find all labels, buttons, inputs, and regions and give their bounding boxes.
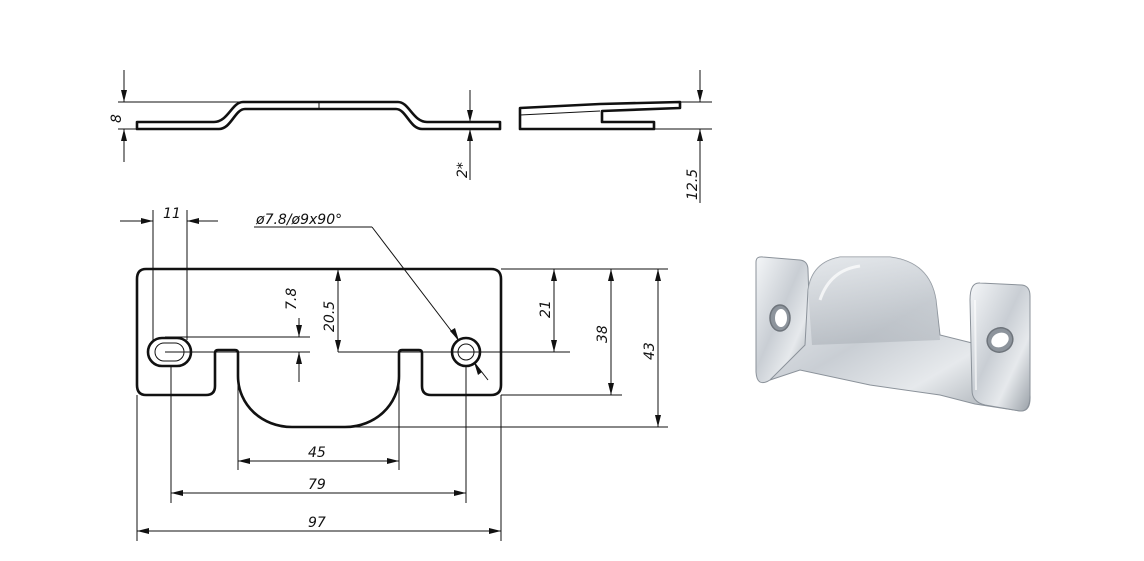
end-view-profile <box>518 100 682 131</box>
dim-total-width: 97 <box>308 515 326 531</box>
dim-side-thickness: 2* <box>455 162 471 178</box>
dim-notch-width: 45 <box>308 445 326 461</box>
top-view: 11 ø7.8/ø9x90° 7.8 20.5 21 38 <box>120 206 668 541</box>
side-view-profile <box>135 100 502 131</box>
dim-slot-depth: 7.8 <box>284 288 300 310</box>
side-view: 8 2* <box>109 70 502 180</box>
dim-hole-spacing: 79 <box>308 477 326 493</box>
dim-center-height: 20.5 <box>322 301 338 332</box>
dim-slot-offset: 11 <box>163 206 181 222</box>
dim-body-height: 38 <box>595 325 611 343</box>
dim-hole-height: 21 <box>538 300 554 318</box>
dim-side-height: 8 <box>109 114 125 123</box>
end-view: 12.5 <box>518 70 712 203</box>
dim-end-height: 12.5 <box>685 169 701 200</box>
dim-hole-spec: ø7.8/ø9x90° <box>255 212 342 228</box>
metal-bracket-photo <box>755 256 1031 412</box>
dim-total-height: 43 <box>642 342 658 360</box>
